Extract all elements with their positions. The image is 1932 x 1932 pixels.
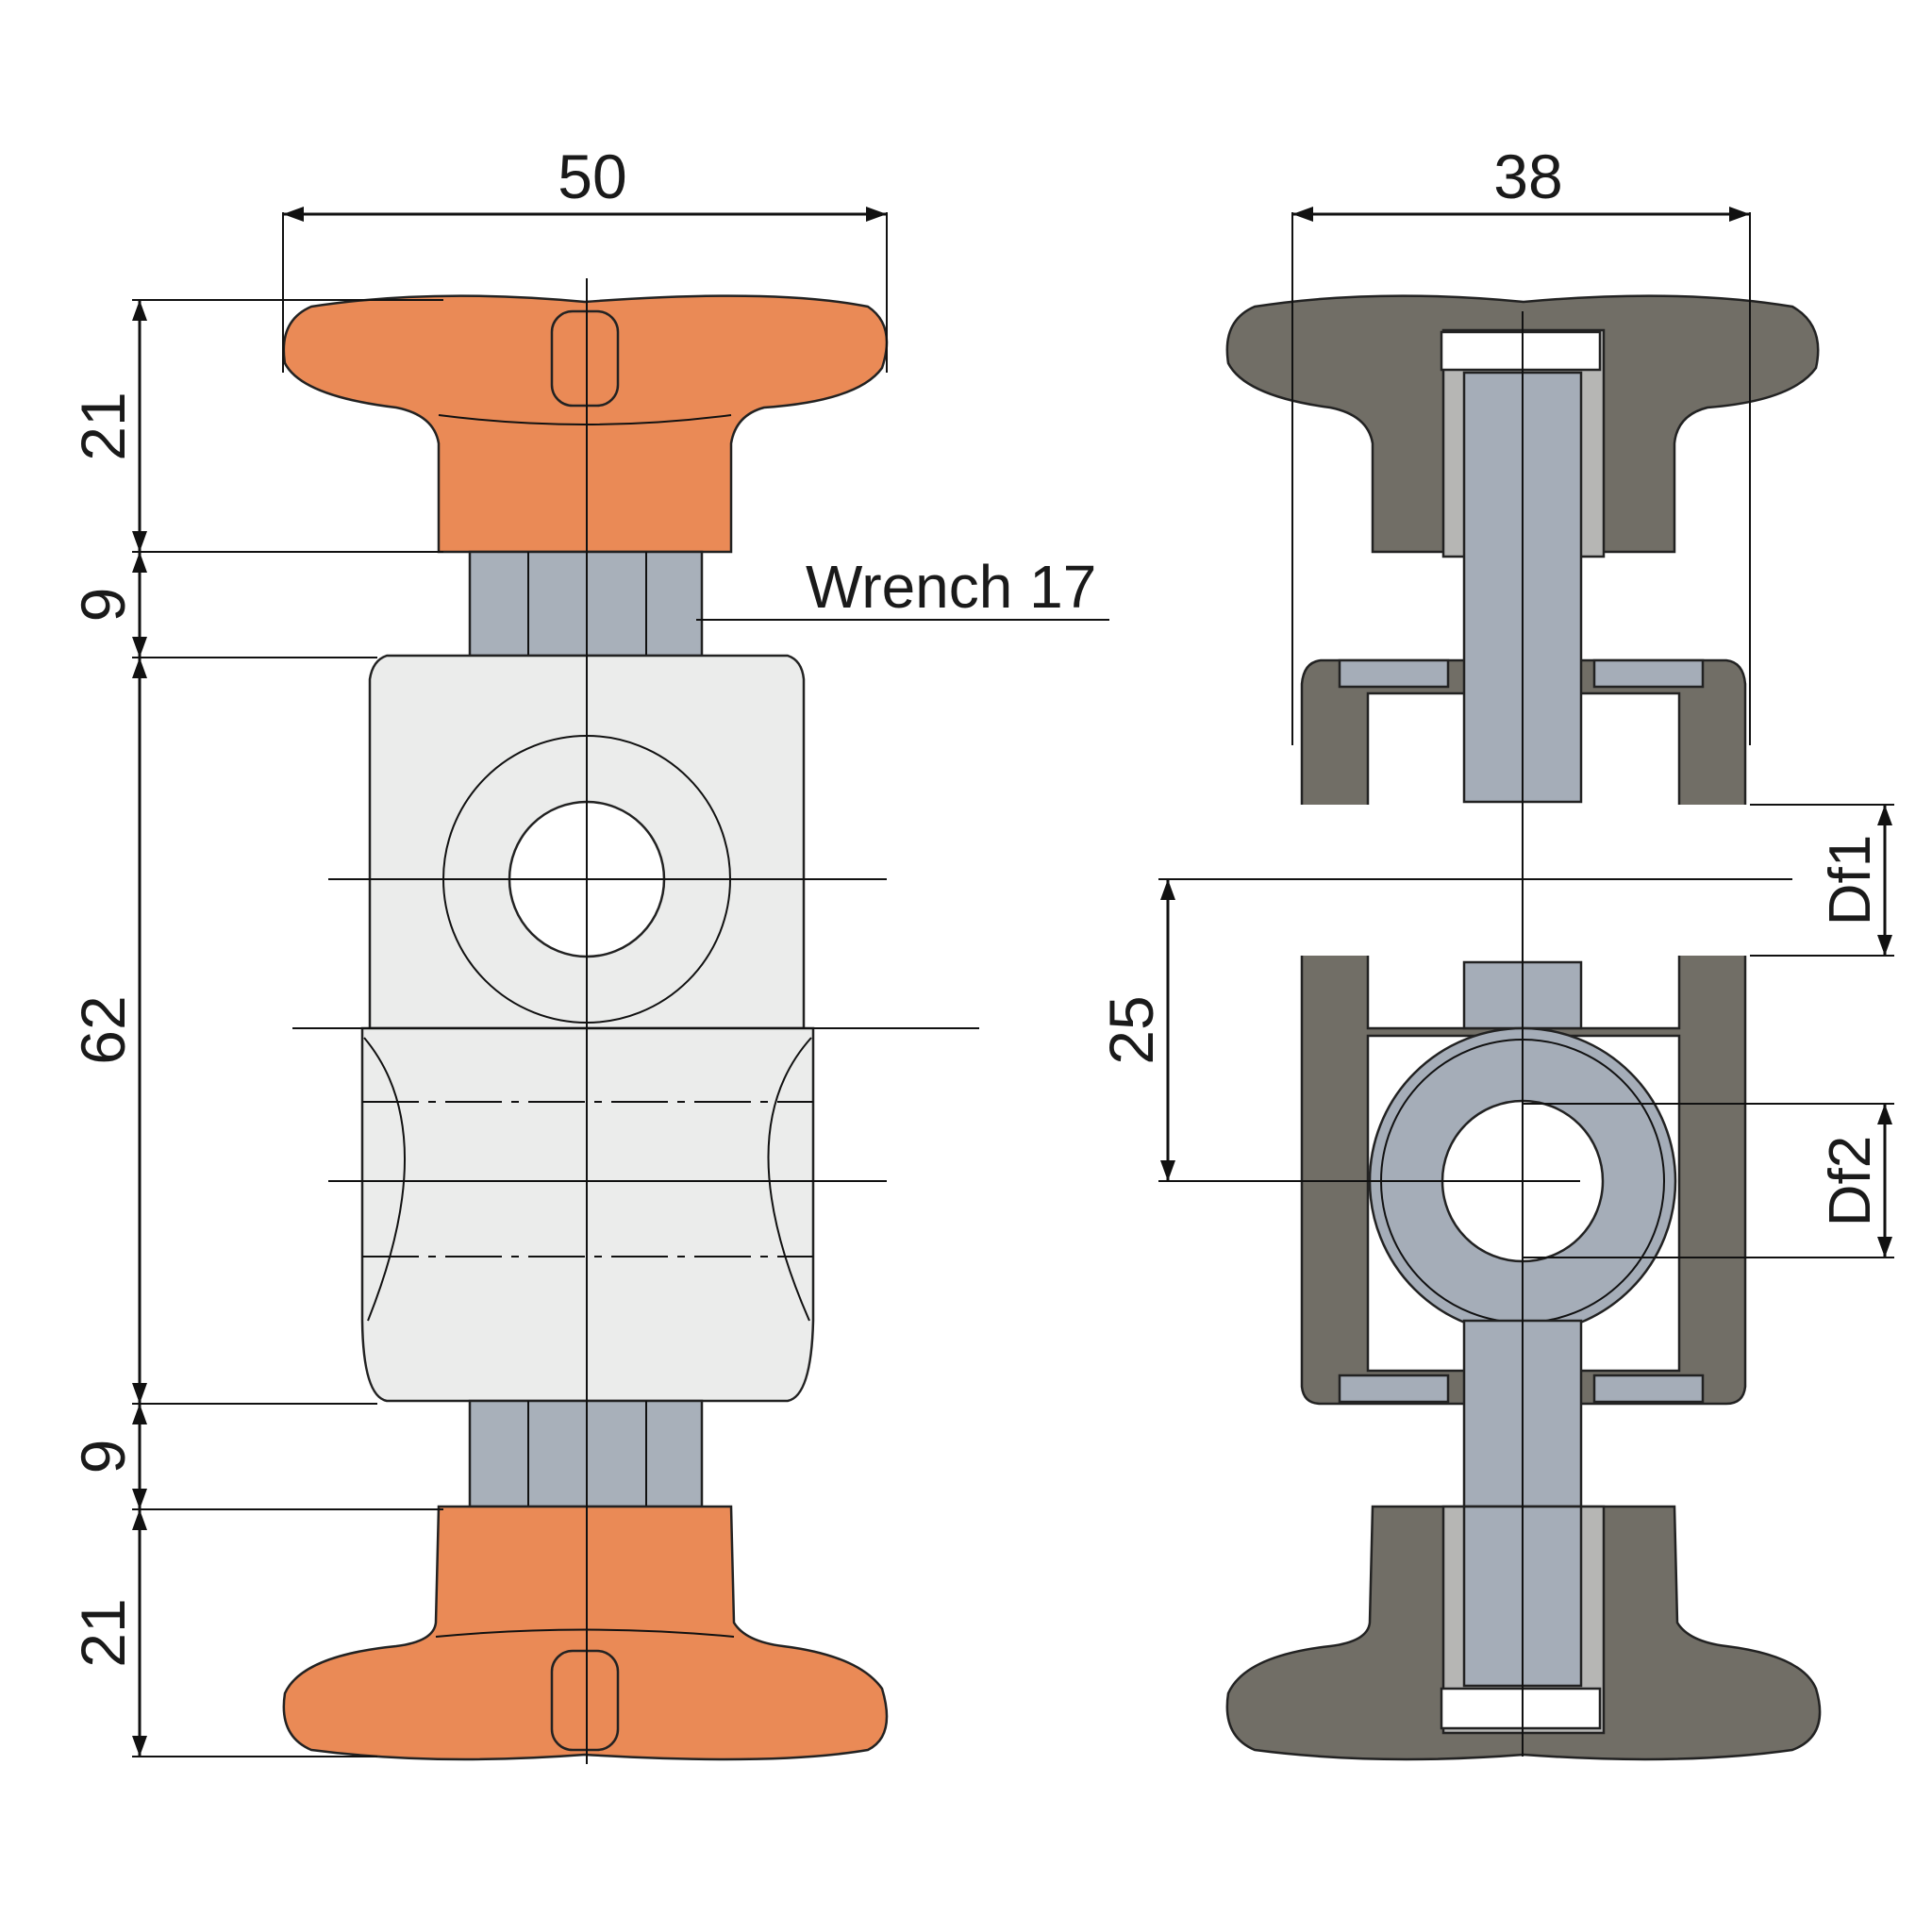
bottom-nut-height-label: 9 — [68, 1440, 138, 1474]
top-nut-height-label: 9 — [68, 588, 138, 623]
df1-label: Df1 — [1818, 835, 1883, 925]
bottom-knob-contour — [435, 1628, 735, 1638]
side-section-view: 38 25 Df1 Df2 — [1096, 142, 1894, 1761]
width-50-label: 50 — [558, 142, 626, 211]
bottom-knob — [282, 1505, 889, 1761]
side-top-washer-right — [1592, 658, 1705, 689]
top-knob-height-label: 21 — [68, 391, 138, 460]
bottom-knob-height-label: 21 — [68, 1598, 138, 1667]
df2-label: Df2 — [1818, 1136, 1883, 1226]
top-knob-contour — [438, 414, 732, 425]
front-view: 50 21 9 62 9 21 Wrench 17 — [68, 142, 1109, 1764]
side-bottom-washer-left — [1338, 1374, 1450, 1404]
side-top-washer-left — [1338, 658, 1450, 689]
width-38-label: 38 — [1493, 142, 1562, 211]
wrench-label: Wrench 17 — [806, 553, 1096, 621]
hole-spacing-label: 25 — [1096, 995, 1166, 1064]
body-height-label: 62 — [68, 995, 138, 1064]
top-knob-slot — [550, 309, 620, 408]
side-top-cap — [1440, 330, 1602, 372]
bottom-knob-slot — [550, 1649, 620, 1752]
side-bottom-washer-right — [1592, 1374, 1705, 1404]
side-bottom-cap — [1440, 1687, 1602, 1730]
